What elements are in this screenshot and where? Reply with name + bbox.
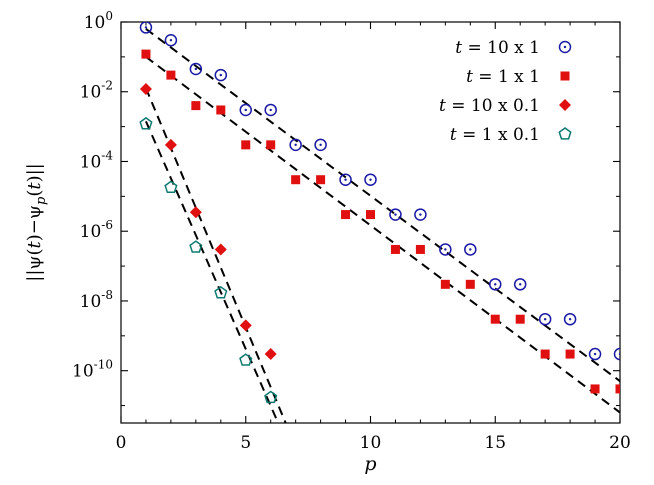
axis-ticks: 0 5 10 15 20 100 10-2 10-4 10-6 10-8 10-10 <box>72 9 631 453</box>
plot-frame <box>120 21 621 424</box>
point-series-1 <box>266 140 276 150</box>
fit-line-1 <box>145 56 620 414</box>
point-series-1 <box>415 244 425 254</box>
point-series-0 <box>414 208 427 221</box>
point-series-0 <box>464 243 477 256</box>
point-series-1 <box>366 210 375 220</box>
point-series-2 <box>239 319 252 332</box>
legend-marker <box>558 40 572 54</box>
point-series-1 <box>465 279 475 289</box>
point-series-3 <box>164 180 178 194</box>
y-tick-label: 10-2 <box>80 79 113 103</box>
point-series-1 <box>141 49 151 59</box>
legend-label: t = 10 x 0.1 <box>439 96 540 116</box>
x-tick-label: 20 <box>609 433 631 453</box>
point-series-1 <box>341 210 351 220</box>
point-series-0 <box>588 347 602 361</box>
point-series-0 <box>339 173 352 186</box>
point-series-1 <box>590 384 600 394</box>
y-tick-label: 100 <box>84 9 113 33</box>
point-series-3 <box>139 116 153 130</box>
x-tick-label: 0 <box>116 433 127 453</box>
legend-entry: t = 1 x 1 <box>466 67 570 87</box>
point-series-1 <box>216 105 226 115</box>
legend: t = 10 x 1 t = 1 x 1 t = 10 x 0.1 t = 1 x 0… <box>439 38 572 145</box>
point-series-0 <box>364 173 377 186</box>
legend-marker <box>560 71 570 81</box>
point-series-1 <box>615 384 620 394</box>
point-series-2 <box>164 138 177 151</box>
point-series-1 <box>565 349 575 359</box>
point-series-0 <box>264 103 277 117</box>
point-series-0 <box>164 33 178 47</box>
fit-line-3 <box>145 120 280 423</box>
fit-line-2 <box>145 87 287 423</box>
point-series-2 <box>189 206 202 219</box>
legend-label: t = 1 x 0.1 <box>450 125 540 145</box>
point-series-1 <box>490 314 500 324</box>
legend-entry: t = 1 x 0.1 <box>450 125 572 145</box>
legend-entry: t = 10 x 0.1 <box>439 96 571 116</box>
point-series-0 <box>613 347 620 361</box>
y-tick-label: 10-6 <box>80 218 113 242</box>
legend-label: t = 10 x 1 <box>455 38 540 58</box>
y-axis-label: ||ψ(t)−ψp(t)|| <box>24 163 49 282</box>
point-series-1 <box>515 314 525 324</box>
point-series-1 <box>191 101 201 111</box>
point-series-0 <box>214 68 228 82</box>
y-tick-label: 10-4 <box>80 148 114 172</box>
x-tick-label: 10 <box>360 433 382 453</box>
data-points <box>139 22 620 404</box>
point-series-1 <box>316 175 326 185</box>
y-tick-label: 10-10 <box>72 358 113 382</box>
point-series-0 <box>189 62 203 76</box>
point-series-2 <box>214 243 227 256</box>
point-series-3 <box>214 285 228 299</box>
legend-marker <box>559 99 571 111</box>
point-series-1 <box>390 244 400 254</box>
fit-lines <box>145 28 620 423</box>
point-series-0 <box>289 138 302 152</box>
point-series-0 <box>389 208 402 221</box>
point-series-1 <box>241 140 251 150</box>
point-series-1 <box>540 349 550 359</box>
point-series-3 <box>239 353 253 366</box>
legend-marker <box>558 127 572 140</box>
x-tick-label: 5 <box>240 433 251 453</box>
point-series-0 <box>538 312 552 326</box>
point-series-0 <box>563 312 577 326</box>
y-tick-label: 10-8 <box>80 288 113 312</box>
point-series-1 <box>166 70 176 80</box>
point-series-0 <box>439 243 452 256</box>
legend-entry: t = 10 x 1 <box>455 38 572 58</box>
point-series-3 <box>264 390 278 404</box>
point-series-2 <box>264 348 277 361</box>
point-series-3 <box>189 240 203 253</box>
point-series-1 <box>291 175 301 185</box>
x-tick-label: 15 <box>484 433 506 453</box>
point-series-0 <box>513 278 527 291</box>
fit-line-0 <box>145 28 620 382</box>
legend-label: t = 1 x 1 <box>466 67 540 87</box>
point-series-1 <box>440 279 450 289</box>
point-series-0 <box>314 138 327 152</box>
plot-frame-group <box>120 21 621 424</box>
point-series-0 <box>239 103 252 117</box>
x-axis-label: p <box>364 453 376 475</box>
point-series-0 <box>139 22 153 34</box>
point-series-0 <box>489 278 502 291</box>
point-series-2 <box>139 82 152 95</box>
